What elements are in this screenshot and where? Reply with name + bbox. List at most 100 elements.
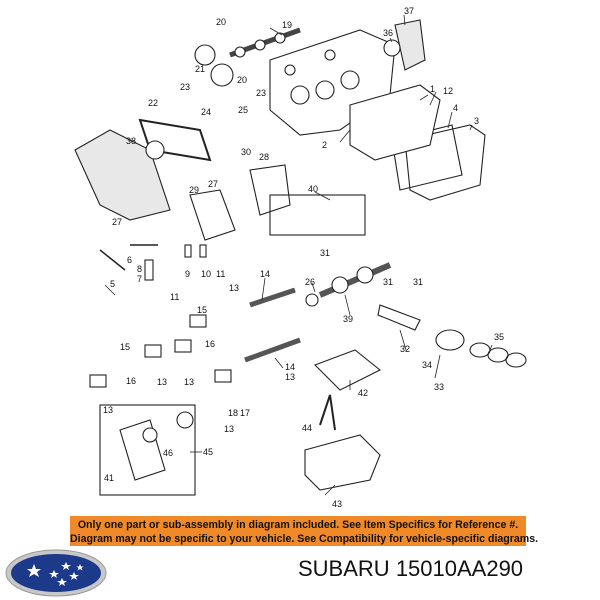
callout-19: 19 xyxy=(282,20,292,30)
callout-39: 39 xyxy=(343,314,353,324)
callout-3: 3 xyxy=(474,116,479,126)
callout-43: 43 xyxy=(332,499,342,509)
callout-23b: 23 xyxy=(256,88,266,98)
piston-rings xyxy=(469,342,527,368)
callout-17: 17 xyxy=(240,408,250,418)
leader-lines xyxy=(104,14,493,496)
callout-31b: 31 xyxy=(383,277,393,287)
callout-33: 33 xyxy=(434,382,444,392)
brand-name: SUBARU xyxy=(298,556,390,581)
cam-sprocket-upper xyxy=(194,44,216,66)
valve-seal xyxy=(199,244,207,258)
timing-belt xyxy=(138,118,212,162)
piston xyxy=(435,329,465,351)
rear-cam-cover xyxy=(394,19,426,71)
callout-46: 46 xyxy=(163,448,173,458)
water-pump xyxy=(249,164,291,216)
callout-34: 34 xyxy=(422,360,432,370)
callout-25: 25 xyxy=(238,105,248,115)
brand-part-number: SUBARU 15010AA290 xyxy=(298,556,523,582)
crankshaft xyxy=(305,262,392,307)
callout-15b: 15 xyxy=(120,342,130,352)
callout-31c: 31 xyxy=(413,277,423,287)
callout-27b: 27 xyxy=(112,217,122,227)
subaru-logo xyxy=(5,549,107,597)
callout-16b: 16 xyxy=(126,376,136,386)
connecting-rod xyxy=(377,304,421,331)
callout-30: 30 xyxy=(241,147,251,157)
callout-37: 37 xyxy=(404,6,414,16)
callout-36: 36 xyxy=(383,28,393,38)
callout-14b: 14 xyxy=(285,362,295,372)
valve-guide xyxy=(184,244,192,258)
callout-2: 2 xyxy=(322,140,327,150)
oil-pump-housing xyxy=(189,189,236,241)
rocker-arm-b xyxy=(144,344,162,358)
callout-11b: 11 xyxy=(170,292,179,302)
callout-13c: 13 xyxy=(184,377,194,387)
callout-42: 42 xyxy=(358,388,368,398)
intake-valve xyxy=(99,249,126,271)
part-number: 15010AA290 xyxy=(395,556,524,581)
callout-7: 7 xyxy=(137,274,142,284)
callout-20b: 20 xyxy=(237,75,247,85)
callout-11a: 11 xyxy=(216,269,225,279)
callout-44: 44 xyxy=(302,423,312,433)
callout-9: 9 xyxy=(185,269,190,279)
rocker-shaft-upper xyxy=(249,287,296,308)
rocker-arm-c xyxy=(174,339,192,353)
callout-20a: 20 xyxy=(216,17,226,27)
callout-35: 35 xyxy=(494,332,504,342)
callout-45: 45 xyxy=(203,447,213,457)
callout-22: 22 xyxy=(148,98,158,108)
callout-13e: 13 xyxy=(285,372,295,382)
callout-14a: 14 xyxy=(260,269,270,279)
engine-exploded-diagram: 1 2 3 4 5 6 7 8 9 10 11 11 12 13 13 13 1… xyxy=(74,6,527,509)
rocker-arm-a xyxy=(189,314,207,328)
callout-24: 24 xyxy=(201,107,211,117)
callout-12: 12 xyxy=(443,86,453,96)
callout-32: 32 xyxy=(400,344,410,354)
callout-13f: 13 xyxy=(224,424,234,434)
callout-4: 4 xyxy=(453,103,458,113)
callout-8: 8 xyxy=(137,264,142,274)
cam-seal xyxy=(383,39,401,57)
callout-41: 41 xyxy=(104,473,114,483)
callout-29: 29 xyxy=(189,185,199,195)
callout-13a: 13 xyxy=(229,283,239,293)
notice-line-2: Diagram may not be specific to your vehi… xyxy=(70,533,539,545)
rocker-shaft-lower xyxy=(244,337,301,363)
cylinder-head-right xyxy=(349,84,441,161)
oil-pump-body xyxy=(119,419,166,481)
callout-labels: 1 2 3 4 5 6 7 8 9 10 11 11 12 13 13 13 1… xyxy=(103,6,504,509)
oil-pump-assembly-box xyxy=(99,404,196,496)
callout-38: 38 xyxy=(126,136,136,146)
callout-6: 6 xyxy=(127,255,132,265)
valve-spring xyxy=(144,259,154,281)
callout-18: 18 xyxy=(228,408,238,418)
callout-21: 21 xyxy=(195,64,205,74)
oil-pump-cover xyxy=(176,411,194,429)
callout-27a: 27 xyxy=(208,179,218,189)
callout-28: 28 xyxy=(259,152,269,162)
callout-10: 10 xyxy=(201,269,211,279)
callout-23a: 23 xyxy=(180,82,190,92)
callout-5: 5 xyxy=(110,279,115,289)
bearing-set xyxy=(269,194,366,236)
oil-pump-gear xyxy=(142,427,158,443)
idler-pulley xyxy=(145,140,165,160)
callout-16a: 16 xyxy=(205,339,215,349)
camshaft xyxy=(229,27,301,58)
logo-stars xyxy=(27,562,84,586)
rocker-arm-d xyxy=(214,369,232,383)
notice-banner: Only one part or sub-assembly in diagram… xyxy=(70,516,539,546)
callout-15a: 15 xyxy=(197,305,207,315)
oil-pan xyxy=(304,434,381,491)
callout-1: 1 xyxy=(430,84,435,94)
cam-sprocket-lower xyxy=(210,63,234,87)
callout-31a: 31 xyxy=(320,248,330,258)
callout-13b: 13 xyxy=(157,377,167,387)
notice-line-1: Only one part or sub-assembly in diagram… xyxy=(77,519,519,531)
oil-pickup-tube xyxy=(319,394,336,431)
callout-26: 26 xyxy=(305,277,315,287)
